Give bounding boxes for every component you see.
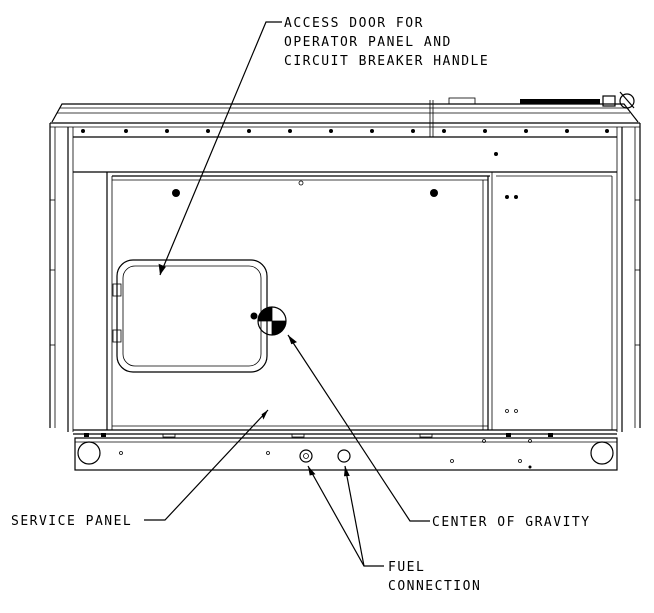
enclosure-body <box>49 103 641 471</box>
roof-hardware <box>429 91 635 137</box>
label-center-of-gravity: CENTER OF GRAVITY <box>432 515 591 530</box>
base-holes <box>77 439 614 469</box>
panel-fasteners <box>84 180 553 438</box>
label-access-door-line2: OPERATOR PANEL AND <box>284 35 452 50</box>
label-fuel-line1: FUEL <box>388 560 425 575</box>
callout-labels: ACCESS DOOR FOR OPERATOR PANEL AND CIRCU… <box>11 16 591 594</box>
leader-lines <box>144 21 430 567</box>
label-fuel-line2: CONNECTION <box>388 579 481 594</box>
fuel-connection-ports <box>299 449 351 463</box>
label-service-panel: SERVICE PANEL <box>11 514 132 529</box>
top-rivets <box>81 129 609 156</box>
access-door <box>112 259 268 373</box>
center-of-gravity-symbol <box>257 306 287 336</box>
label-access-door-line1: ACCESS DOOR FOR <box>284 16 424 31</box>
label-access-door-line3: CIRCUIT BREAKER HANDLE <box>284 54 489 69</box>
